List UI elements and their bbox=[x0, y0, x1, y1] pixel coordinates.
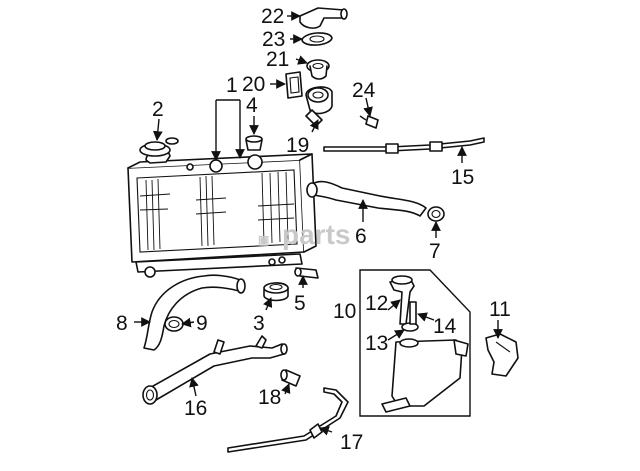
callout-20: 20 bbox=[242, 73, 265, 96]
callout-23: 23 bbox=[262, 28, 285, 51]
callout-17: 17 bbox=[340, 431, 363, 454]
bypass-hose bbox=[280, 369, 301, 387]
reserve-tank-panel bbox=[359, 269, 471, 417]
thermostat-gasket bbox=[285, 71, 303, 99]
callout-24: 24 bbox=[352, 79, 376, 102]
watermark-logo: ▣ bbox=[258, 233, 269, 247]
callout-16: 16 bbox=[184, 397, 207, 420]
overflow-tube bbox=[323, 137, 485, 154]
thermostat-housing bbox=[305, 86, 333, 127]
callout-12: 12 bbox=[365, 292, 388, 315]
water-pipe bbox=[142, 335, 288, 405]
callout-11: 11 bbox=[489, 298, 511, 321]
callout-22: 22 bbox=[261, 5, 284, 28]
thermostat-seal bbox=[301, 32, 333, 46]
callout-9: 9 bbox=[196, 312, 208, 335]
leader-lines bbox=[134, 11, 503, 436]
callout-21: 21 bbox=[266, 48, 289, 71]
callout-14: 14 bbox=[433, 315, 457, 338]
upper-hose bbox=[306, 180, 427, 217]
callout-10: 10 bbox=[333, 300, 356, 323]
callout-6: 6 bbox=[355, 225, 367, 248]
callout-labels: 22 23 21 20 1 24 2 4 19 15 6 7 5 10 12 1… bbox=[116, 5, 511, 454]
callout-1: 1 bbox=[226, 74, 238, 97]
callout-19: 19 bbox=[286, 134, 309, 157]
drain-cock bbox=[263, 282, 289, 302]
callout-15: 15 bbox=[451, 166, 474, 189]
callout-5: 5 bbox=[294, 292, 306, 315]
callout-3: 3 bbox=[253, 312, 265, 335]
lower-hose-clamp bbox=[164, 316, 184, 332]
filler-neck bbox=[389, 275, 415, 325]
callout-7: 7 bbox=[429, 240, 441, 263]
heater-pipe bbox=[227, 387, 349, 453]
callout-4: 4 bbox=[246, 94, 258, 117]
callout-13: 13 bbox=[365, 332, 388, 355]
tank-hose bbox=[409, 301, 417, 325]
water-outlet bbox=[299, 7, 348, 29]
temperature-sensor bbox=[359, 115, 379, 129]
drain-plug bbox=[245, 135, 263, 151]
lower-hose bbox=[143, 274, 246, 351]
thermostat bbox=[306, 59, 330, 80]
bleed-pipe bbox=[294, 267, 319, 279]
watermark-text: parts bbox=[282, 219, 350, 250]
radiator-cap bbox=[139, 137, 179, 157]
hose-clamp bbox=[427, 206, 445, 222]
radiator bbox=[127, 149, 317, 278]
callout-8: 8 bbox=[116, 312, 128, 335]
tank-bracket bbox=[485, 333, 519, 377]
callout-2: 2 bbox=[152, 98, 164, 121]
callout-18: 18 bbox=[258, 386, 281, 409]
